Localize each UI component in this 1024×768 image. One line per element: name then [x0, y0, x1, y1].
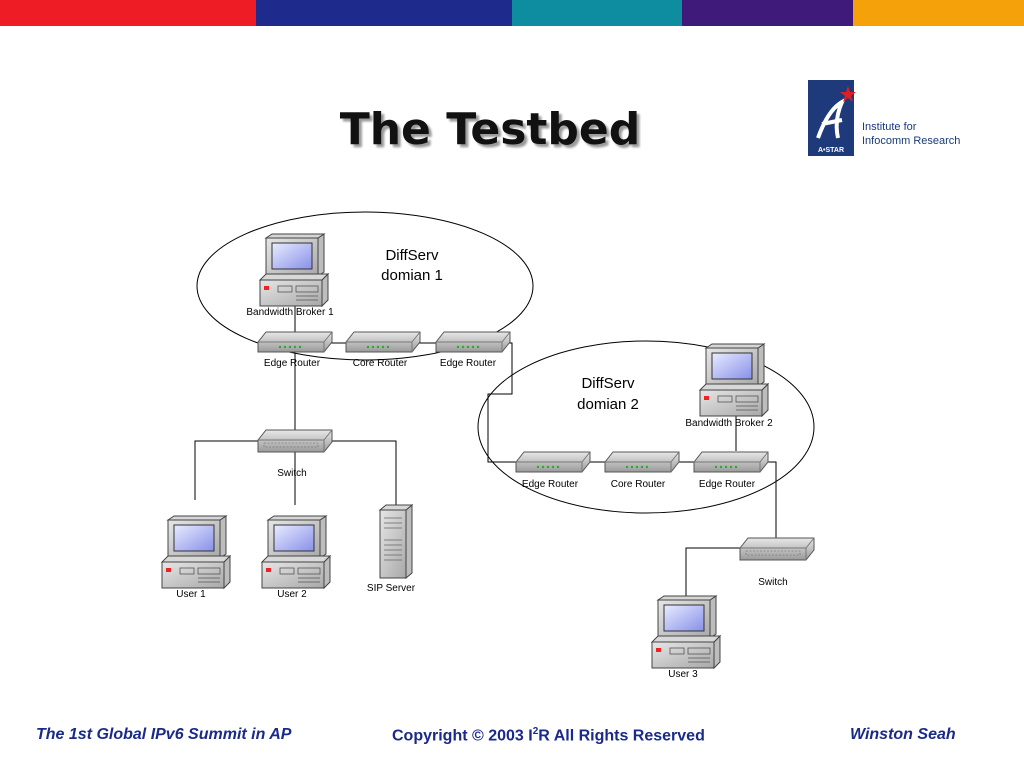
footer-copyright-prefix: Copyright © 2003 I	[392, 727, 533, 745]
domain1-label-line2: domian 1	[381, 267, 443, 284]
network-diagram: DiffServ domian 1 DiffServ domian 2 Band…	[161, 211, 815, 680]
logo-text-line2: Infocomm Research	[862, 135, 961, 147]
domain2-label-line1: DiffServ	[581, 375, 635, 392]
domain1-label-line1: DiffServ	[385, 247, 439, 264]
user-3-icon	[651, 595, 721, 669]
user-1-icon	[161, 515, 231, 589]
user-1-label: User 1	[176, 589, 206, 600]
color-bar-orange	[853, 0, 1024, 26]
domain1-ellipse	[196, 211, 534, 361]
switch-1-label: Switch	[277, 468, 306, 479]
bandwidth-broker-2-icon	[699, 343, 769, 417]
color-bar-purple	[682, 0, 853, 26]
edge-router-1-label: Edge Router	[264, 358, 321, 369]
user-2-label: User 2	[277, 589, 307, 600]
sip-server-label: SIP Server	[367, 583, 416, 594]
edge-router-2-icon	[435, 331, 511, 353]
edge-router-3-icon	[515, 451, 591, 473]
core-router-1-icon	[345, 331, 421, 353]
core-router-2-label: Core Router	[611, 479, 666, 490]
user-2-icon	[261, 515, 331, 589]
slide-title: The Testbed	[339, 104, 641, 155]
footer-copyright: Copyright © 2003 I2R All Rights Reserved	[392, 726, 705, 745]
footer-copyright-sup: 2	[532, 726, 539, 737]
core-router-1-label: Core Router	[353, 358, 408, 369]
color-bar-blue	[256, 0, 512, 26]
switch-2-icon	[739, 537, 815, 561]
core-router-2-icon	[604, 451, 680, 473]
footer-left: The 1st Global IPv6 Summit in AP	[36, 726, 292, 743]
svg-text:A•STAR: A•STAR	[818, 147, 844, 154]
logo-text: Institute for Infocomm Research	[862, 120, 960, 148]
color-bar	[0, 0, 1024, 26]
edge-router-4-label: Edge Router	[699, 479, 756, 490]
edge-router-3-label: Edge Router	[522, 479, 579, 490]
color-bar-teal	[512, 0, 682, 26]
domain2-label-line2: domian 2	[577, 396, 639, 413]
edge-router-1-icon	[257, 331, 333, 353]
footer-author: Winston Seah	[850, 726, 956, 743]
domain2-ellipse	[477, 340, 815, 514]
bandwidth-broker-2-label: Bandwidth Broker 2	[685, 418, 773, 429]
bandwidth-broker-1-icon	[259, 233, 329, 307]
color-bar-red	[0, 0, 256, 26]
astar-logo-icon: A•STAR	[808, 80, 856, 156]
switch-2-label: Switch	[758, 577, 787, 588]
edge-router-2-label: Edge Router	[440, 358, 497, 369]
bandwidth-broker-1-label: Bandwidth Broker 1	[246, 307, 334, 318]
footer-copyright-suffix: R All Rights Reserved	[538, 727, 705, 745]
sip-server-icon	[378, 503, 414, 580]
logo-text-line1: Institute for	[862, 121, 917, 133]
user-3-label: User 3	[668, 669, 698, 680]
edge-router-4-icon	[693, 451, 769, 473]
switch-1-icon	[257, 429, 333, 453]
